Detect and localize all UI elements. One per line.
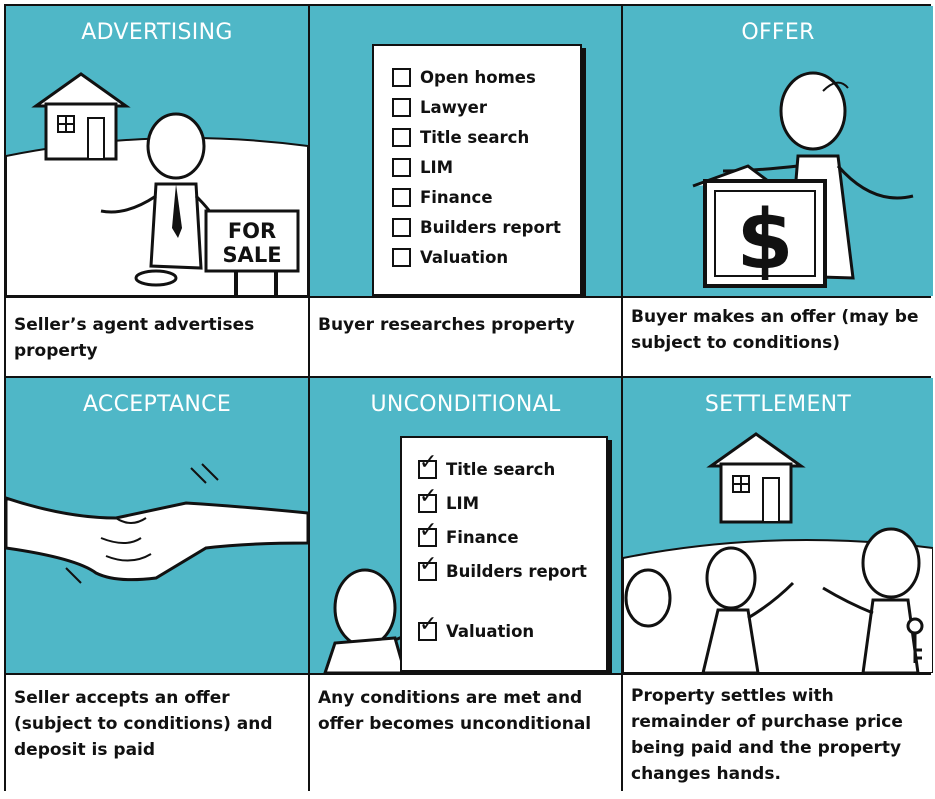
checklist-item: ✓Title search — [418, 450, 556, 479]
panel-title-advertising: ADVERTISING — [81, 20, 233, 45]
checklist-item: ✓Valuation — [418, 612, 535, 641]
acceptance-illustration — [6, 463, 308, 584]
panel-title-unconditional: UNCONDITIONAL — [370, 392, 561, 417]
checkbox-checked-icon: ✓ — [418, 452, 437, 479]
research-checklist: Open homes Lawyer Title search LIM Finan… — [372, 44, 582, 296]
checkbox-icon — [392, 68, 411, 87]
for-sale-sign-icon: FOR SALE — [204, 209, 300, 296]
caption-unconditional: Any conditions are met and offer becomes… — [310, 675, 621, 799]
person-figure-icon — [100, 112, 218, 287]
checklist-item: ✓LIM — [418, 484, 480, 513]
checklist-item: ✓Builders report — [418, 552, 587, 581]
panel-title-acceptance: ACCEPTANCE — [82, 392, 232, 417]
dollar-sign-icon: $ — [736, 193, 793, 288]
house-icon — [706, 432, 806, 524]
checklist-item: Valuation — [392, 248, 508, 267]
checkbox-checked-icon: ✓ — [418, 520, 437, 547]
checkbox-icon — [392, 248, 411, 267]
sign-line-2: SALE — [222, 243, 281, 267]
caption-settlement: Property settles with remainder of purch… — [623, 675, 933, 799]
house-icon — [31, 72, 131, 161]
checkbox-checked-icon: ✓ — [418, 614, 437, 641]
panel-title-settlement: SETTLEMENT — [704, 392, 852, 417]
sign-line-1: FOR — [228, 219, 276, 243]
checkbox-checked-icon: ✓ — [418, 486, 437, 513]
panel-title-offer: OFFER — [741, 20, 815, 45]
checklist-item: Builders report — [392, 218, 561, 237]
offer-illustration: $ — [692, 71, 914, 288]
offer-card: $ — [692, 164, 827, 288]
checklist-item: LIM — [392, 158, 453, 177]
panel-settlement: SETTLEMENT — [623, 378, 933, 673]
checkbox-icon — [392, 188, 411, 207]
caption-advertising: Seller’s agent advertises property — [6, 298, 308, 376]
caption-acceptance: Seller accepts an offer (subject to cond… — [6, 675, 308, 799]
checkbox-icon — [392, 128, 411, 147]
checklist-item: Title search — [392, 128, 529, 147]
checklist-item: Open homes — [392, 68, 536, 87]
checkbox-icon — [392, 158, 411, 177]
process-diagram: ADVERTISING — [4, 4, 933, 799]
settlement-illustration — [623, 432, 933, 673]
checkbox-icon — [392, 98, 411, 117]
person-figure-icon — [323, 568, 452, 673]
checkbox-checked-icon: ✓ — [418, 554, 437, 581]
panel-unconditional: UNCONDITIONAL ✓Title search ✓LIM ✓Financ… — [310, 378, 621, 673]
unconditional-checklist: ✓Title search ✓LIM ✓Finance ✓Builders re… — [400, 436, 608, 672]
unconditional-illustration — [323, 568, 452, 673]
checkbox-icon — [392, 218, 411, 237]
checklist-item: ✓Finance — [418, 518, 519, 547]
panel-advertising: ADVERTISING — [6, 6, 308, 296]
panel-offer: OFFER $ — [623, 6, 933, 296]
panel-research: Open homes Lawyer Title search LIM Finan… — [310, 6, 621, 296]
checklist-item: Finance — [392, 188, 493, 207]
panel-acceptance: ACCEPTANCE — [6, 378, 308, 673]
key-icon — [906, 617, 924, 663]
advertising-illustration: FOR SALE — [6, 72, 308, 296]
caption-offer: Buyer makes an offer (may be subject to … — [623, 298, 933, 376]
checklist-item: Lawyer — [392, 98, 487, 117]
person-figure-icon — [624, 527, 921, 673]
handshake-icon — [6, 463, 308, 584]
caption-research: Buyer researches property — [310, 298, 621, 376]
